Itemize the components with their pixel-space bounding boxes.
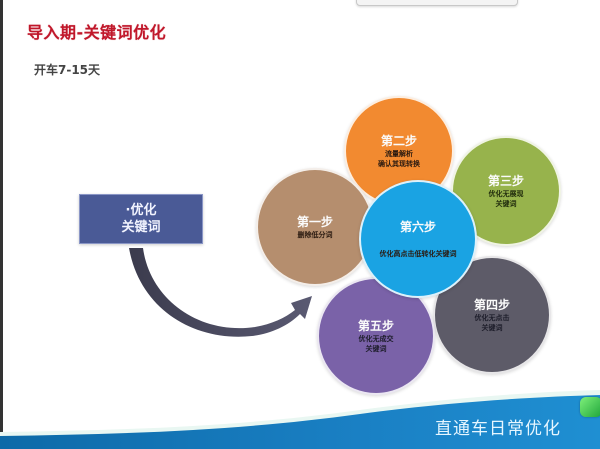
keyword-box-line2: 关键词 — [121, 220, 161, 235]
step-1-circle[interactable]: 第一步 删除低分词 — [256, 168, 374, 286]
step-2-desc-line1: 流量解析 — [385, 149, 413, 158]
step-4-label: 第四步 — [473, 297, 510, 312]
step-1-label: 第一步 — [296, 214, 333, 229]
step-2-desc-line2: 确认其现转换 — [378, 159, 420, 168]
logo-icon — [580, 397, 600, 417]
step-5-circle[interactable]: 第五步 优化无成交 关键词 — [317, 277, 435, 395]
step-5-desc-line2: 关键词 — [365, 344, 387, 353]
step-3-label: 第三步 — [487, 173, 524, 188]
step-6-label: 第六步 — [399, 219, 436, 234]
step-3-desc-line1: 优化无展现 — [488, 189, 524, 198]
top-scroll-bar[interactable] — [356, 0, 518, 6]
step-5-label: 第五步 — [357, 318, 394, 333]
footer-title: 直通车日常优化 — [435, 419, 561, 439]
step-3-desc-line2: 关键词 — [495, 199, 517, 208]
step-4-desc-line1: 优化无点击 — [474, 313, 510, 322]
slide-left-border — [0, 0, 3, 449]
footer-banner — [0, 390, 600, 449]
slide-subtitle: 开车7-15天 — [34, 63, 101, 77]
optimize-keywords-box: ·优化 关键词 — [79, 194, 203, 244]
step-6-circle[interactable]: 第六步 优化高点击低转化关键词 — [359, 180, 477, 298]
slide-title: 导入期-关键词优化 — [27, 23, 167, 42]
step-4-desc-line2: 关键词 — [481, 323, 503, 332]
step-5-desc-line1: 优化无成交 — [358, 334, 394, 343]
keyword-box-line1: ·优化 — [125, 203, 157, 218]
step-2-label: 第二步 — [380, 133, 417, 148]
step-1-desc: 删除低分词 — [297, 230, 333, 239]
step-6-desc: 优化高点击低转化关键词 — [379, 249, 457, 258]
